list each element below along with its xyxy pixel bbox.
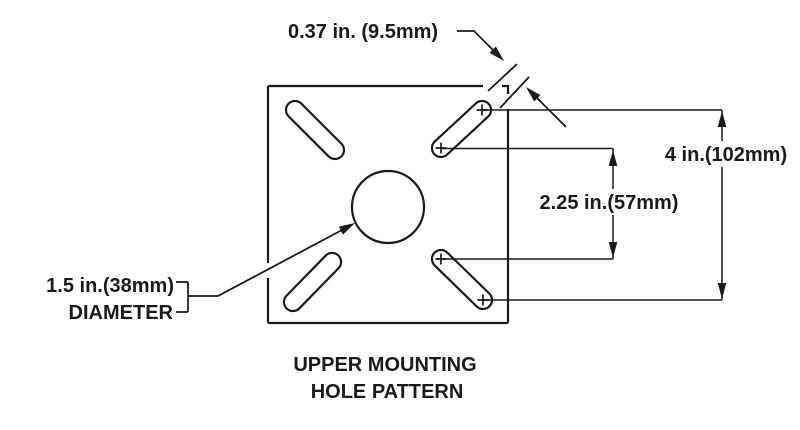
slot-top-left bbox=[284, 99, 346, 161]
extension-lines bbox=[441, 109, 722, 301]
overall-height-label: 4 in.(102mm) bbox=[665, 144, 787, 166]
arrowhead-spacing-bottom bbox=[608, 242, 618, 258]
center-hole-circle bbox=[350, 169, 426, 245]
hole-diameter-label-line2: DIAMETER bbox=[69, 302, 174, 324]
hole-spacing-label: 2.25 in.(57mm) bbox=[540, 192, 679, 214]
overall-label-mask bbox=[656, 141, 797, 167]
slot-bottom-right bbox=[430, 248, 494, 311]
arrowhead-overall-bottom bbox=[717, 283, 727, 299]
slot-center-marks bbox=[435, 104, 489, 306]
slot-width-arrowhead bbox=[489, 46, 504, 61]
caption-line1: UPPER MOUNTING bbox=[293, 354, 476, 376]
slot-width-leader-line bbox=[457, 30, 501, 58]
arrowhead-overall-top bbox=[717, 111, 727, 127]
arrowhead-spacing-top bbox=[608, 150, 618, 166]
slot-width-opposing-arrowhead bbox=[526, 87, 541, 102]
spacing-label-mask bbox=[527, 189, 691, 215]
diameter-arrowhead bbox=[338, 223, 355, 235]
slot-bottom-left bbox=[282, 251, 343, 313]
slot-width-witness-marks bbox=[487, 63, 530, 109]
caption-line2: HOLE PATTERN bbox=[311, 381, 464, 403]
hole-diameter-label-line1: 1.5 in.(38mm) bbox=[46, 275, 174, 297]
mounting-plate-outline bbox=[266, 84, 510, 325]
diameter-leader-line bbox=[176, 229, 343, 313]
slot-width-label: 0.37 in. (9.5mm) bbox=[288, 21, 438, 43]
slot-top-right bbox=[430, 99, 493, 159]
